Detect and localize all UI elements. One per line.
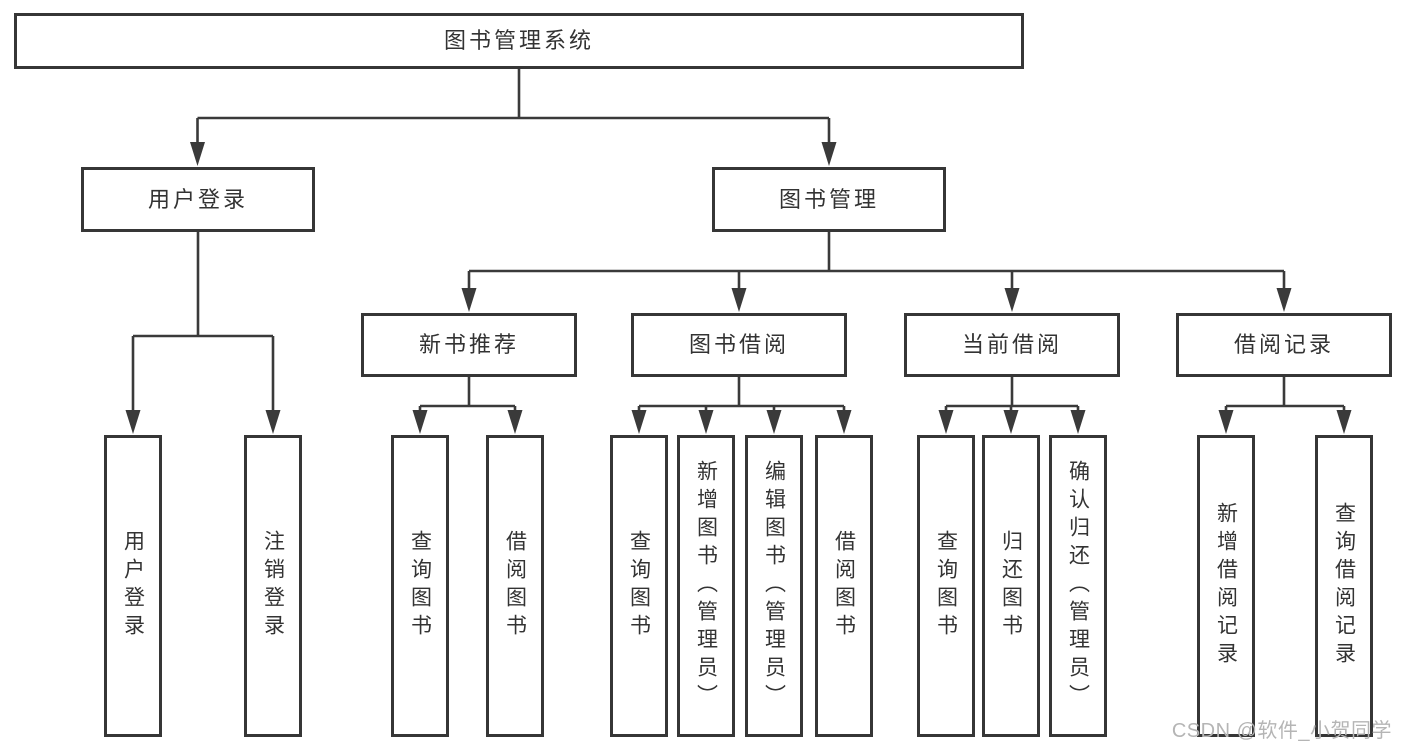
node-user-login: 用户登录 (81, 167, 315, 232)
node-confirm-return-admin: 确认归还（管理员） (1049, 435, 1107, 737)
node-borrow-books-leaf: 借阅图书 (815, 435, 873, 737)
node-logout: 注销登录 (244, 435, 302, 737)
node-add-borrow-record: 新增借阅记录 (1197, 435, 1255, 737)
node-query-books-recommend: 查询图书 (391, 435, 449, 737)
node-add-books-admin: 新增图书（管理员） (677, 435, 735, 737)
node-borrowing-records: 借阅记录 (1176, 313, 1392, 377)
node-return-books: 归还图书 (982, 435, 1040, 737)
node-book-borrowing: 图书借阅 (631, 313, 847, 377)
node-edit-books-admin: 编辑图书（管理员） (745, 435, 803, 737)
node-book-management: 图书管理 (712, 167, 946, 232)
node-query-books-borrowing: 查询图书 (610, 435, 668, 737)
node-user-login-leaf: 用户登录 (104, 435, 162, 737)
node-current-borrowing: 当前借阅 (904, 313, 1120, 377)
node-query-borrow-record: 查询借阅记录 (1315, 435, 1373, 737)
watermark: CSDN @软件_小贺同学 (1171, 720, 1392, 742)
node-query-books-current: 查询图书 (917, 435, 975, 737)
node-borrow-books-recommend: 借阅图书 (486, 435, 544, 737)
node-library-system: 图书管理系统 (14, 13, 1024, 69)
node-new-book-recommendation: 新书推荐 (361, 313, 577, 377)
